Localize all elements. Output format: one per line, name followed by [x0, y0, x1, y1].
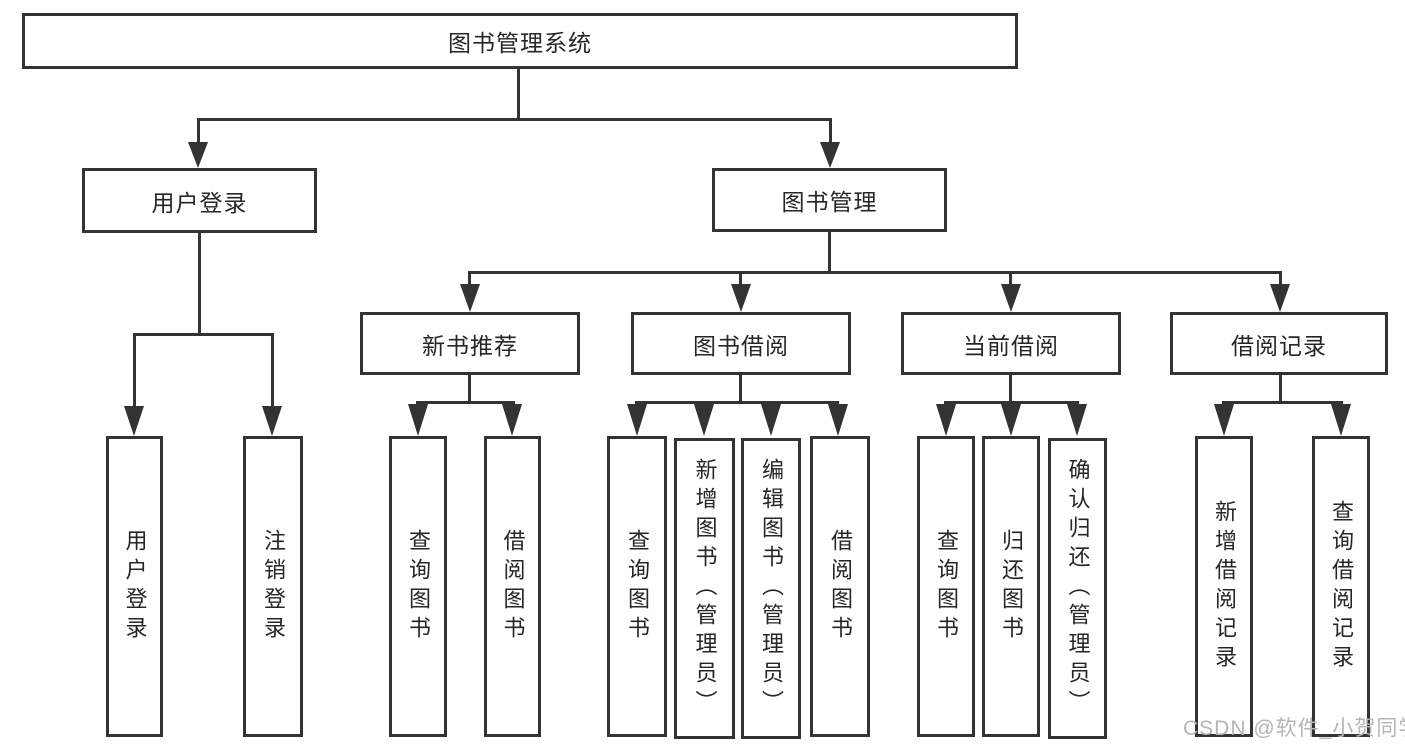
leaf-bb-query-books-label: 查询图书 — [625, 528, 650, 645]
leaf-bb-edit-books-label: 编辑图书（管理员） — [759, 458, 784, 719]
connector-book-borrow-drop — [739, 274, 742, 288]
connector-borrow-records-rail — [1222, 401, 1343, 404]
arrow-to-nbr-borrow — [502, 404, 522, 436]
leaf-br-add-record: 新增借阅记录 — [1195, 436, 1253, 737]
connector-current-borrow-stem — [1009, 375, 1012, 403]
leaf-br-query-record-label: 查询借阅记录 — [1329, 499, 1354, 674]
node-current-borrow: 当前借阅 — [901, 312, 1121, 375]
node-borrow-records: 借阅记录 — [1170, 312, 1388, 375]
connector-book-mgmt-rail — [468, 271, 1282, 274]
node-book-borrow-label: 图书借阅 — [693, 332, 789, 359]
leaf-cb-query-books: 查询图书 — [917, 436, 975, 737]
arrow-to-cb-confirm — [1067, 404, 1087, 436]
connector-book-borrow-stem — [739, 375, 742, 403]
arrow-to-current-borrow — [1001, 284, 1021, 312]
connector-new-book-drop — [468, 274, 471, 288]
node-current-borrow-label: 当前借阅 — [963, 332, 1059, 359]
node-root: 图书管理系统 — [22, 13, 1018, 69]
arrow-to-leaf-logout — [262, 406, 282, 436]
arrow-to-cb-return — [1001, 404, 1021, 436]
connector-book-mgmt-drop — [829, 121, 832, 144]
leaf-user-login-label: 用户登录 — [122, 528, 148, 645]
node-user-login: 用户登录 — [82, 168, 317, 233]
arrow-to-bb-edit — [761, 404, 781, 436]
leaf-bb-add-books-label: 新增图书（管理员） — [692, 458, 718, 719]
connector-current-borrow-rail — [944, 401, 1079, 404]
leaf-cb-confirm-return-label: 确认归还（管理员） — [1065, 458, 1091, 719]
arrow-to-cb-query — [936, 404, 956, 436]
connector-root-stem — [517, 69, 520, 121]
leaf-nbr-borrow-books: 借阅图书 — [484, 436, 541, 737]
connector-new-book-stem — [468, 375, 471, 403]
connector-book-borrow-rail — [635, 401, 839, 404]
leaf-bb-borrow-books-label: 借阅图书 — [828, 528, 853, 645]
connector-user-login-rail — [133, 333, 274, 336]
arrow-to-borrow-records — [1270, 284, 1290, 312]
leaf-nbr-query-books: 查询图书 — [389, 436, 447, 737]
connector-book-mgmt-stem — [828, 232, 831, 274]
leaf-br-query-record: 查询借阅记录 — [1312, 436, 1370, 737]
leaf-user-login: 用户登录 — [106, 436, 163, 737]
node-root-label: 图书管理系统 — [448, 30, 592, 56]
connector-new-book-rail — [416, 401, 515, 404]
connector-leaf-login-drop — [133, 336, 136, 410]
node-borrow-records-label: 借阅记录 — [1231, 332, 1327, 359]
arrow-to-nbr-query — [408, 404, 428, 436]
arrow-to-bb-add — [694, 404, 714, 436]
leaf-br-add-record-label: 新增借阅记录 — [1212, 499, 1237, 674]
arrow-to-br-query — [1331, 404, 1351, 436]
connector-current-borrow-drop — [1009, 274, 1012, 288]
leaf-cb-confirm-return: 确认归还（管理员） — [1048, 438, 1107, 739]
leaf-nbr-query-books-label: 查询图书 — [406, 528, 431, 645]
leaf-cb-query-books-label: 查询图书 — [934, 528, 959, 645]
leaf-logout-label: 注销登录 — [261, 528, 286, 645]
node-book-borrow: 图书借阅 — [631, 312, 851, 375]
leaf-nbr-borrow-books-label: 借阅图书 — [500, 528, 526, 645]
node-new-book-rec: 新书推荐 — [360, 312, 580, 375]
connector-user-login-stem — [198, 233, 201, 336]
leaf-cb-return-books: 归还图书 — [982, 436, 1040, 737]
node-book-mgmt-label: 图书管理 — [781, 189, 878, 215]
arrow-to-br-add — [1214, 404, 1234, 436]
connector-leaf-logout-drop — [271, 336, 274, 410]
connector-user-login-drop — [197, 121, 200, 144]
connector-borrow-records-stem — [1279, 375, 1282, 403]
leaf-logout: 注销登录 — [243, 436, 303, 737]
arrow-to-bb-borrow — [828, 404, 848, 436]
arrow-to-leaf-login — [124, 406, 144, 436]
node-book-mgmt: 图书管理 — [712, 168, 947, 232]
leaf-bb-borrow-books: 借阅图书 — [810, 436, 870, 737]
connector-borrow-records-drop — [1279, 274, 1282, 288]
leaf-cb-return-books-label: 归还图书 — [999, 528, 1024, 645]
arrow-to-book-borrow — [731, 284, 751, 312]
arrow-to-bb-query — [627, 404, 647, 436]
leaf-bb-add-books: 新增图书（管理员） — [674, 438, 735, 739]
connector-root-rail — [197, 118, 832, 121]
leaf-bb-edit-books: 编辑图书（管理员） — [741, 438, 801, 739]
arrow-to-book-mgmt — [820, 142, 840, 168]
arrow-to-new-book — [460, 284, 480, 312]
arrow-to-user-login — [188, 142, 208, 168]
csdn-watermark: CSDN @软件_小贺同学 — [1183, 717, 1405, 740]
node-new-book-rec-label: 新书推荐 — [422, 332, 518, 359]
leaf-bb-query-books: 查询图书 — [607, 436, 667, 737]
node-user-login-label: 用户登录 — [151, 189, 248, 216]
